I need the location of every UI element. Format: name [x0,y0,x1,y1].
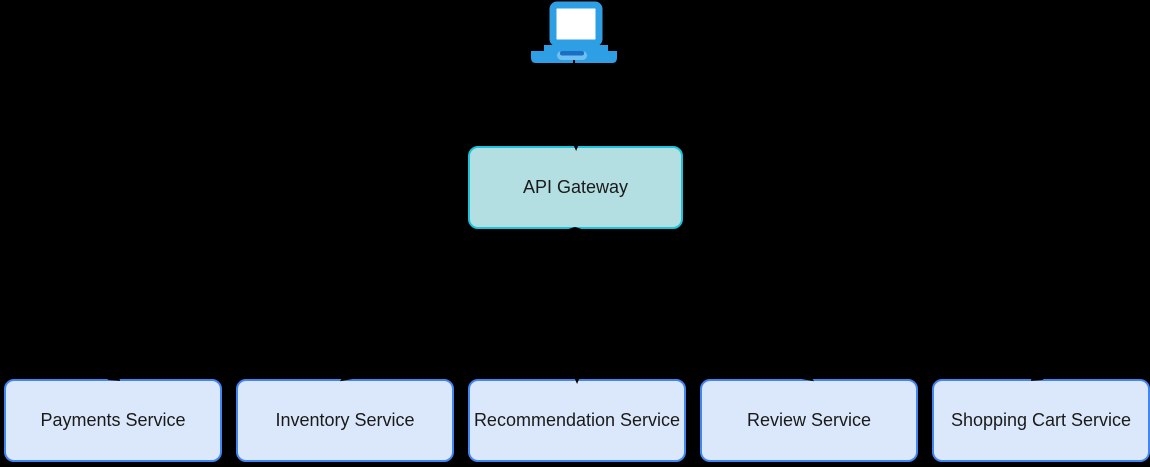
node-api-gateway[interactable]: API Gateway [468,146,683,229]
laptop-icon[interactable] [530,1,618,63]
laptop-touchpad-shadow [560,51,584,56]
node-inventory-service-label: Inventory Service [275,410,415,430]
node-review-service-label: Review Service [746,410,872,430]
edge-client-to-gateway [570,59,581,151]
node-payments-service-label: Payments Service [40,410,186,430]
edge-gateway-to-inventory [339,227,576,382]
edge-gateway-to-recommendation [571,227,582,384]
edge-gateway-to-shopping-cart [574,227,1044,381]
node-review-service[interactable]: Review Service [700,379,918,462]
node-payments-service[interactable]: Payments Service [4,379,222,462]
edge-gateway-to-review [574,227,815,382]
node-api-gateway-label: API Gateway [522,177,629,197]
node-shopping-cart-service[interactable]: Shopping Cart Service [932,379,1150,462]
node-recommendation-service-label: Recommendation Service [473,410,681,430]
node-inventory-service[interactable]: Inventory Service [236,379,454,462]
laptop-screen [549,1,603,47]
laptop-hinge [544,45,608,52]
node-shopping-cart-service-label: Shopping Cart Service [950,410,1132,430]
node-recommendation-service[interactable]: Recommendation Service [468,379,686,462]
edge-gateway-to-payments [107,227,576,381]
